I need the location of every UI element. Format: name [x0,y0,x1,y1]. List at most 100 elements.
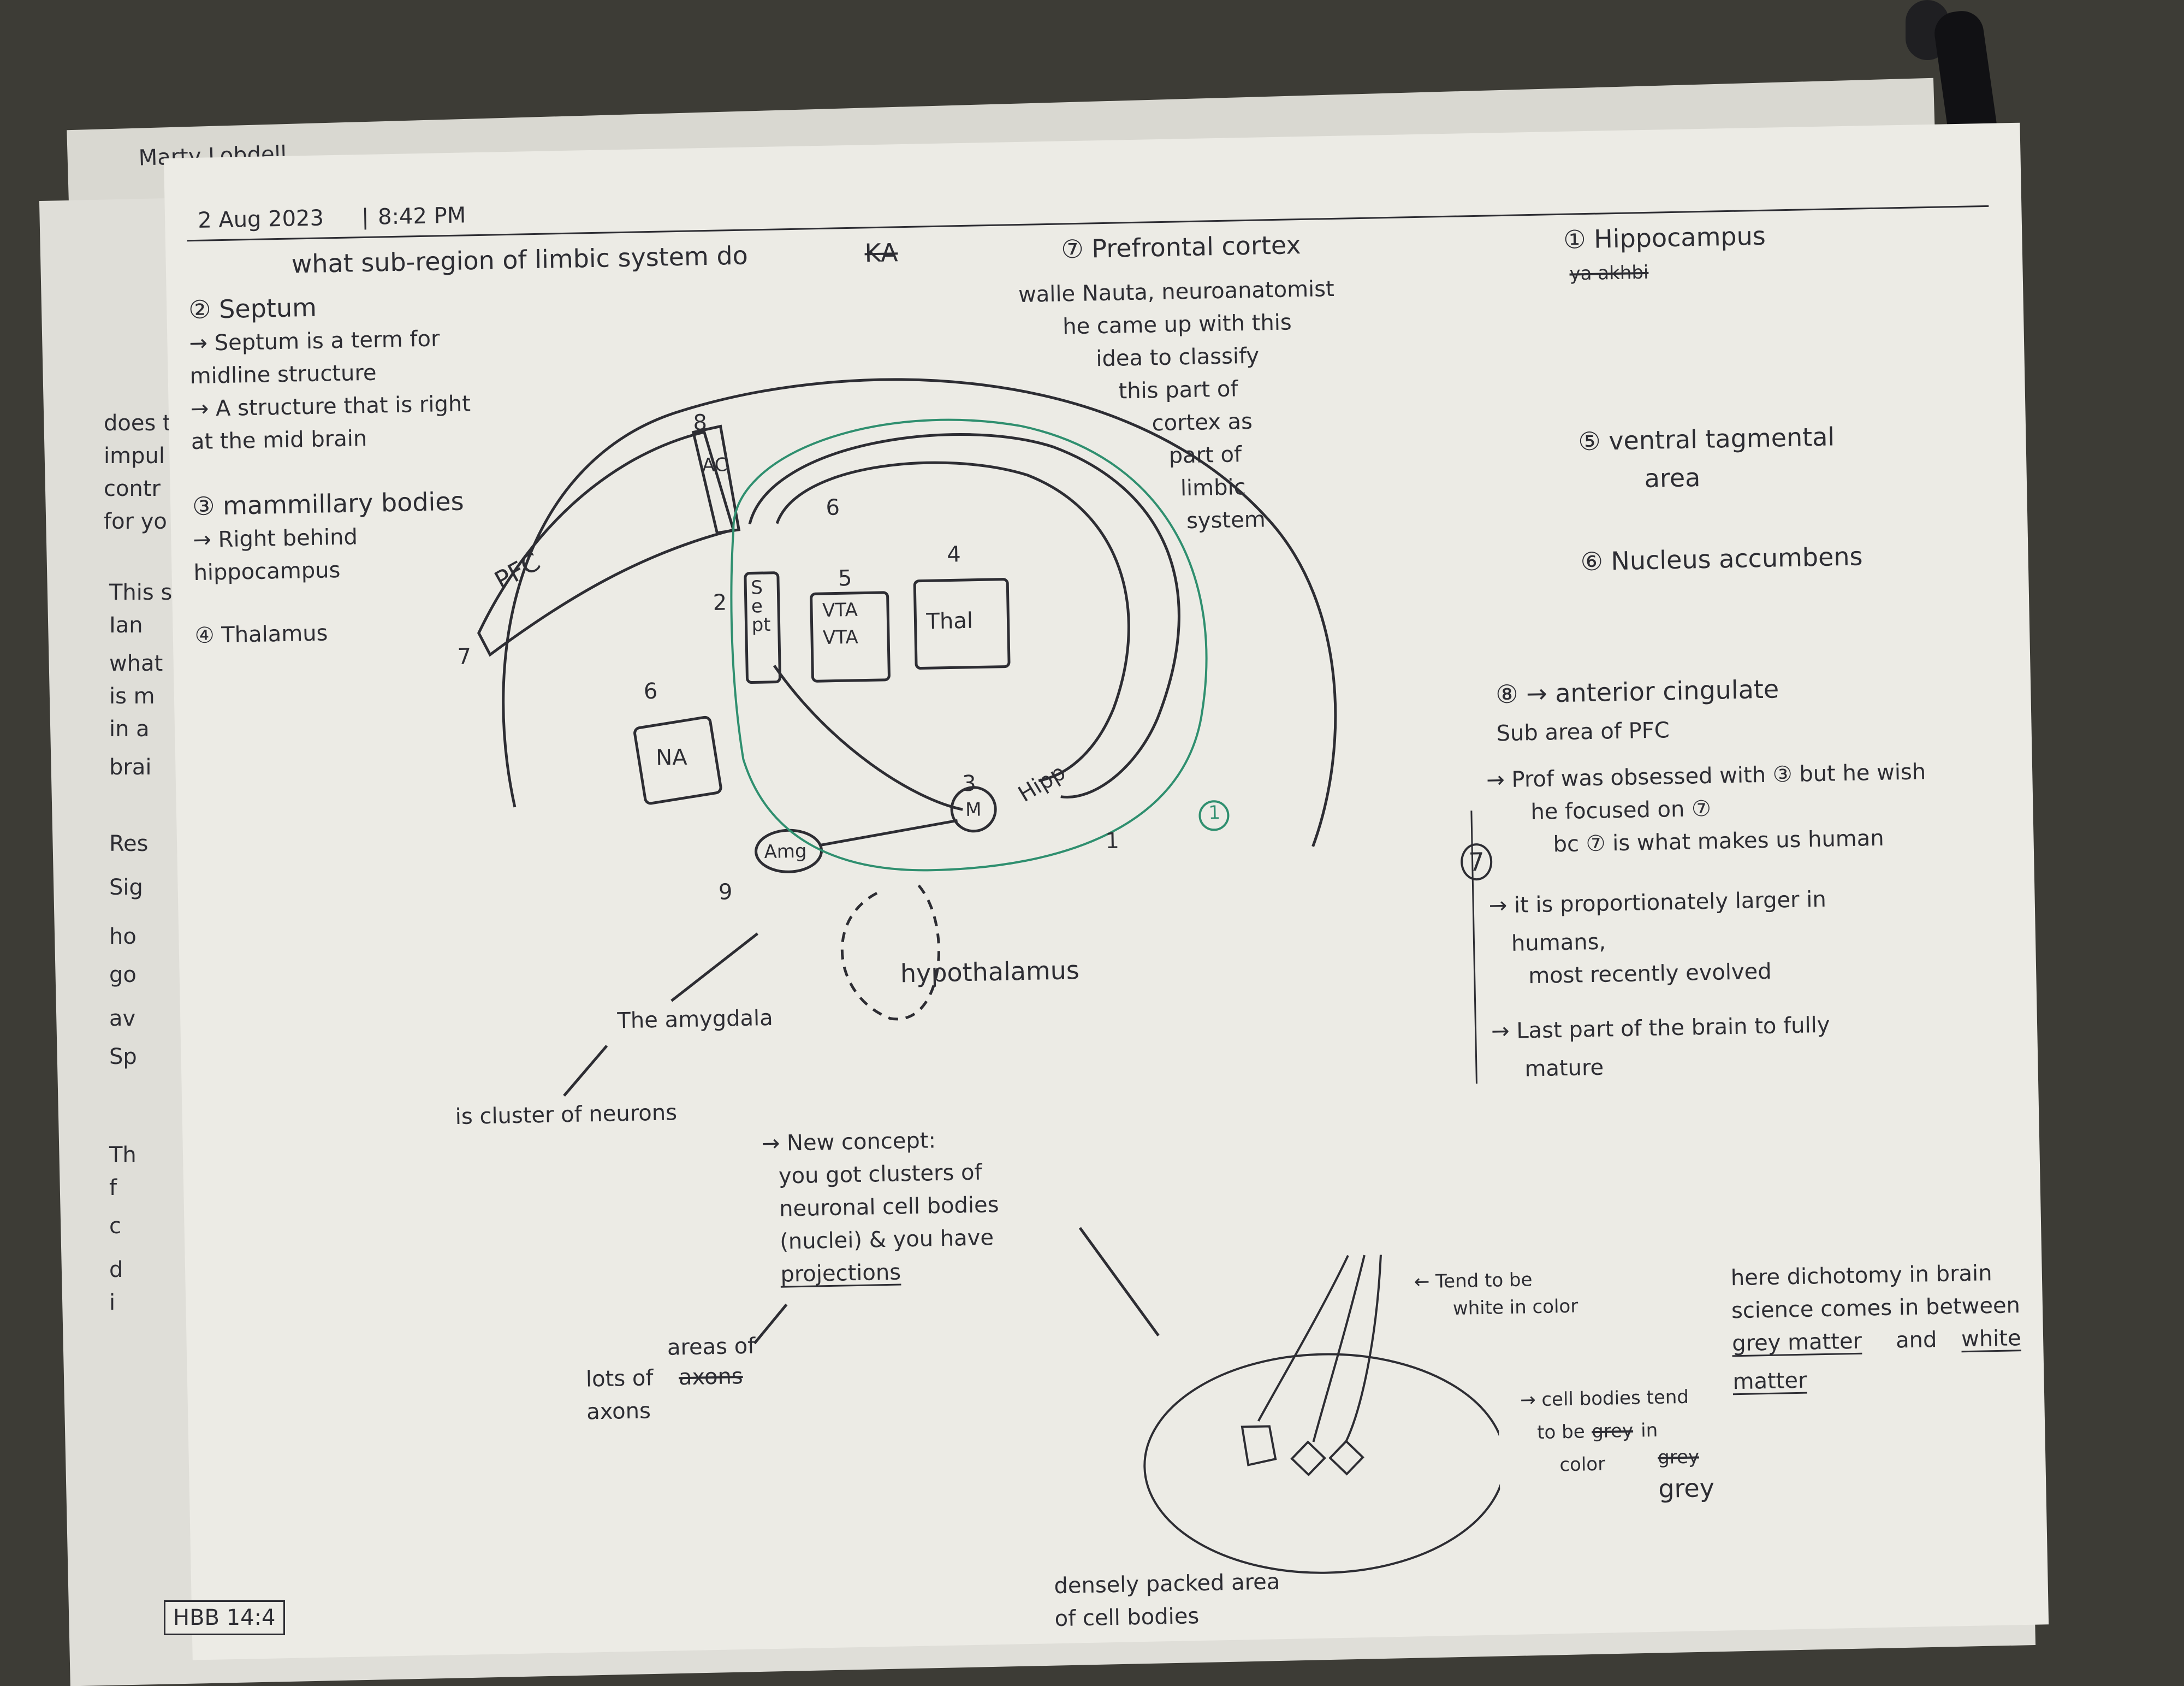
prefrontal-line: part of [1168,442,1242,469]
axon-2 [1312,1255,1366,1442]
branch2-line: → it is proportionately larger in [1488,886,1827,919]
diagram-number: 9 [718,879,733,905]
axon-1 [1257,1255,1349,1422]
branch1-line: → Prof was obsessed with ③ but he wish [1486,759,1926,793]
axons-word: axons [586,1398,651,1425]
sept-label: Sept [750,577,771,636]
lots-of-struck: axons [678,1364,744,1391]
matter-term: matter [1732,1368,1807,1395]
new-concept-line: → New concept: [761,1128,936,1157]
margin-fragment: go [109,962,136,987]
prefrontal-line: this part of [1118,376,1238,404]
m-circle [950,786,997,833]
color-word: color [1559,1453,1606,1476]
diagram-number: 5 [838,565,852,591]
margin-fragment: in a [109,717,150,742]
anterior-item: ⑧ → anterior cingulate [1495,674,1779,709]
white-note-line: white in color [1452,1295,1578,1320]
ac-region [691,424,741,535]
axons-arrow [753,1303,788,1345]
pfc-region [477,430,735,657]
new-concept-line: neuronal cell bodies [779,1192,999,1222]
green-label-1 [1198,800,1230,831]
hypothalamus-dashed [840,880,940,1021]
margin-fragment: does t [104,411,171,436]
margin-fragment: ho [109,924,136,949]
limbic-system-diagram [477,378,1503,1574]
white-term: white [1961,1326,2022,1352]
vta-item-cont: area [1644,463,1701,494]
cell-body-1 [1241,1425,1277,1466]
margin-fragment: d [109,1257,123,1282]
fornix-outer [748,433,1180,799]
diagram-number: 8 [693,410,708,436]
diagram-number: 4 [946,542,962,567]
hippocampus-item: ① Hippocampus [1563,221,1766,255]
branch1-line: he focused on ⑦ [1530,796,1712,825]
diagram-number: 1 [1208,802,1221,824]
prefrontal-title: ⑦ Prefrontal cortex [1060,230,1302,264]
hypothalamus-label: hypothalamus [900,955,1080,989]
margin-fragment: Sig [109,875,143,900]
new-concept-line: (nuclei) & you have [779,1225,994,1255]
ac-label: AC [702,454,728,477]
footer-code: HBB 14:4 [164,1600,285,1635]
fornix-inner [775,461,1130,782]
margin-fragment: f [109,1175,117,1200]
amg-to-m-arrow [821,819,958,847]
branch1-line: bc ⑦ is what makes us human [1553,825,1885,857]
cell-body-cluster [1143,1353,1503,1574]
margin-fragment: is m [109,684,155,709]
outer-brain-curve [502,378,1337,847]
margin-fragment: Sp [109,1044,137,1069]
densely-line: densely packed area [1054,1569,1280,1599]
diagram-number: 3 [962,771,977,797]
margin-fragment: This st [109,580,181,605]
dichotomy-line: science comes in between [1731,1293,2021,1324]
diagram-number: 6 [826,495,840,520]
limbic-green-loop [730,418,1208,872]
margin-fragment: brai [109,755,152,780]
margin-fragment: i [109,1290,116,1315]
amygdala-pointer [670,932,758,1002]
grey-struck: grey [1657,1446,1700,1469]
grey-note-line: → cell bodies tend [1520,1386,1689,1411]
margin-fragment: c [109,1214,121,1239]
thal-label: Thal [926,608,974,635]
new-concept-line: you got clusters of [778,1160,982,1189]
anterior-sub: Sub area of PFC [1496,718,1670,747]
prefrontal-line: he came up with this [1062,310,1292,340]
m-label: M [965,798,982,821]
branch3-line: mature [1524,1055,1604,1082]
amygdala-label: The amygdala [617,1005,774,1034]
grey-word: grey [1658,1472,1715,1504]
margin-fragment: Ian [109,613,143,638]
margin-fragment: av [109,1006,136,1031]
prefrontal-line: limbic [1180,475,1247,501]
grey-note-line: to be [1536,1421,1586,1444]
dichotomy-line: here dichotomy in brain [1730,1261,1992,1291]
amg-label: Amg [764,840,807,863]
nucleus-item: ⑥ Nucleus accumbens [1580,541,1863,577]
margin-fragment: impul [104,443,165,469]
hippocampus-struck: ya akhbi [1569,261,1649,285]
margin-fragment: contr [104,476,161,501]
prefrontal-line: idea to classify [1095,343,1260,372]
branch2-line: most recently evolved [1528,959,1772,989]
vta-top-label: VTA [822,599,858,622]
cell-body-2 [1290,1440,1326,1477]
diagram-number: 6 [643,678,658,705]
na-label: NA [655,744,687,771]
vta-box [810,591,891,683]
axon-3 [1345,1255,1382,1442]
diagram-number: 7 [457,644,472,670]
grey-note-line: in [1640,1419,1658,1442]
vta-item: ⑤ ventral tagmental [1577,422,1835,457]
and-word: and [1895,1327,1937,1353]
areas-of: areas of [667,1333,756,1360]
branch3-line: → Last part of the brain to fully [1491,1012,1830,1044]
prefrontal-line: system [1186,507,1266,534]
notes-page: 2 Aug 2023 | 8:42 PM what sub-region of … [164,122,2049,1660]
sept-to-m-line [773,665,963,811]
vta-label: VTA [822,626,859,649]
